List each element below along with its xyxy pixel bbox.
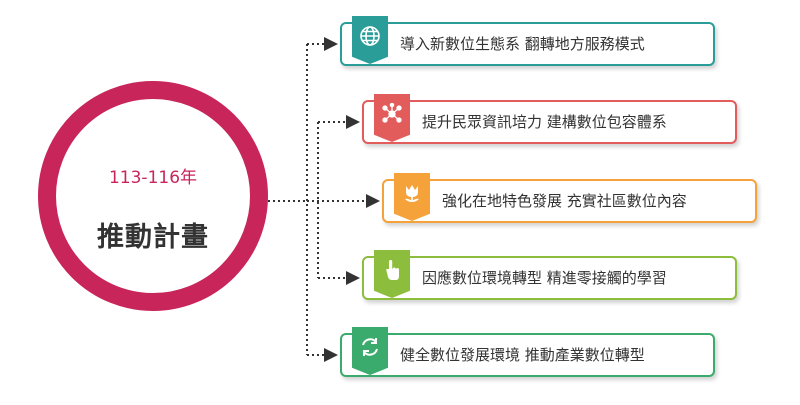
item-label-5: 健全數位發展環境 推動產業數位轉型	[400, 346, 645, 364]
hand-pointer-icon	[374, 250, 410, 298]
tulip-icon	[394, 173, 430, 221]
plan-years: 113-116年	[108, 168, 198, 188]
center-circle: 113-116年 推動計畫	[38, 81, 268, 311]
item-box-3: 強化在地特色發展 充實社區數位內容	[382, 173, 757, 223]
item-box-4: 因應數位環境轉型 精進零接觸的學習	[362, 250, 737, 300]
globe-icon	[352, 16, 388, 64]
item-label-2: 提升民眾資訊培力 建構數位包容體系	[422, 113, 667, 131]
item-box-1: 導入新數位生態系 翻轉地方服務模式	[340, 16, 715, 66]
item-label-3: 強化在地特色發展 充實社區數位內容	[442, 192, 687, 210]
refresh-icon	[352, 327, 388, 375]
network-icon	[374, 94, 410, 142]
item-label-1: 導入新數位生態系 翻轉地方服務模式	[400, 35, 645, 53]
item-box-5: 健全數位發展環境 推動產業數位轉型	[340, 327, 715, 377]
item-label-4: 因應數位環境轉型 精進零接觸的學習	[422, 269, 667, 287]
plan-title: 推動計畫	[97, 222, 209, 253]
item-box-2: 提升民眾資訊培力 建構數位包容體系	[362, 94, 737, 144]
